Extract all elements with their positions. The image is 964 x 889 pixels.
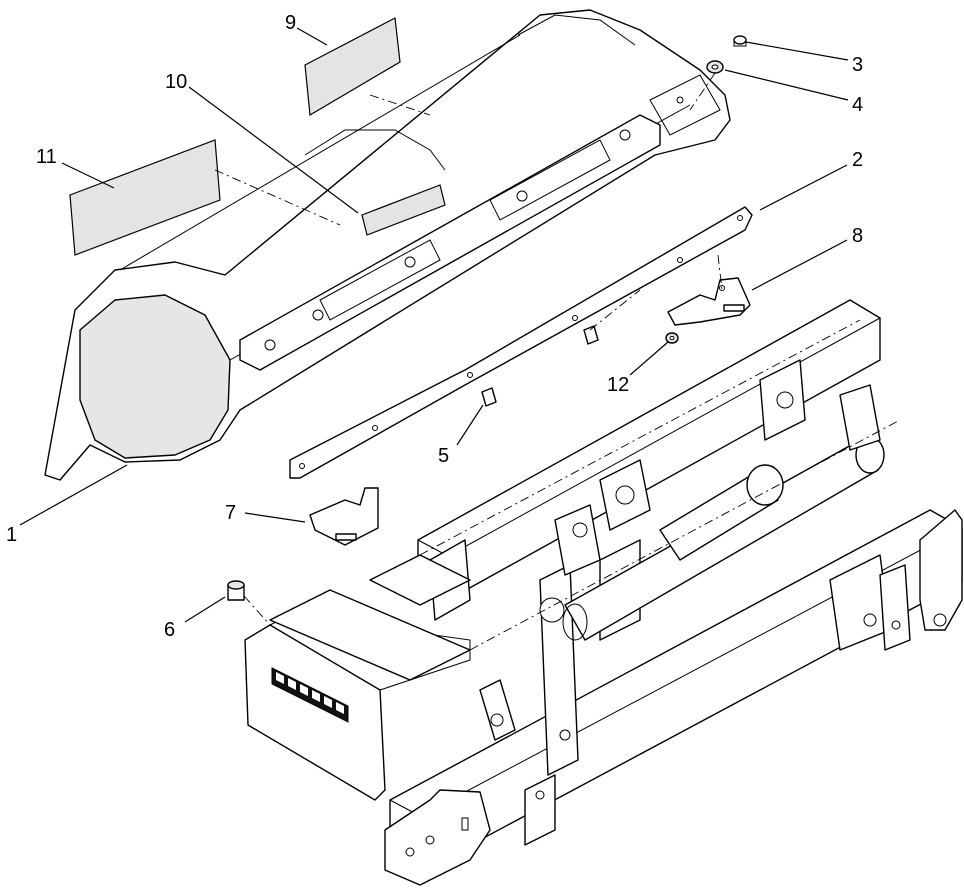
callout-10: 10 xyxy=(165,71,187,93)
leader-lines xyxy=(19,27,849,623)
callout-labels: 1 2 3 4 5 6 7 8 9 10 11 12 xyxy=(6,12,863,641)
callout-12: 12 xyxy=(607,374,629,396)
warning-decal xyxy=(271,667,349,723)
frame-assembly xyxy=(244,299,963,886)
callout-9: 9 xyxy=(285,12,296,34)
callout-6: 6 xyxy=(164,619,175,641)
bolt-part-3 xyxy=(733,35,747,47)
callout-5: 5 xyxy=(438,445,449,467)
callout-1: 1 xyxy=(6,524,17,546)
callout-11: 11 xyxy=(36,146,57,168)
angle-bracket-part-8 xyxy=(667,277,751,326)
knob-part-6 xyxy=(227,580,245,601)
callout-3: 3 xyxy=(852,54,863,76)
washer-part-12 xyxy=(665,332,679,344)
callout-7: 7 xyxy=(225,502,236,524)
angle-bracket-part-7 xyxy=(309,487,379,546)
decal-part-11 xyxy=(69,139,221,256)
cover-hood xyxy=(44,9,731,481)
callout-2: 2 xyxy=(852,149,863,171)
callout-8: 8 xyxy=(852,225,863,247)
washer-part-4 xyxy=(706,60,724,74)
clip-nut-part-5 xyxy=(481,387,497,407)
decal-part-10 xyxy=(361,184,446,236)
callout-4: 4 xyxy=(852,94,863,116)
bracket-strip-part-2 xyxy=(289,206,753,479)
decal-part-9 xyxy=(304,17,401,116)
